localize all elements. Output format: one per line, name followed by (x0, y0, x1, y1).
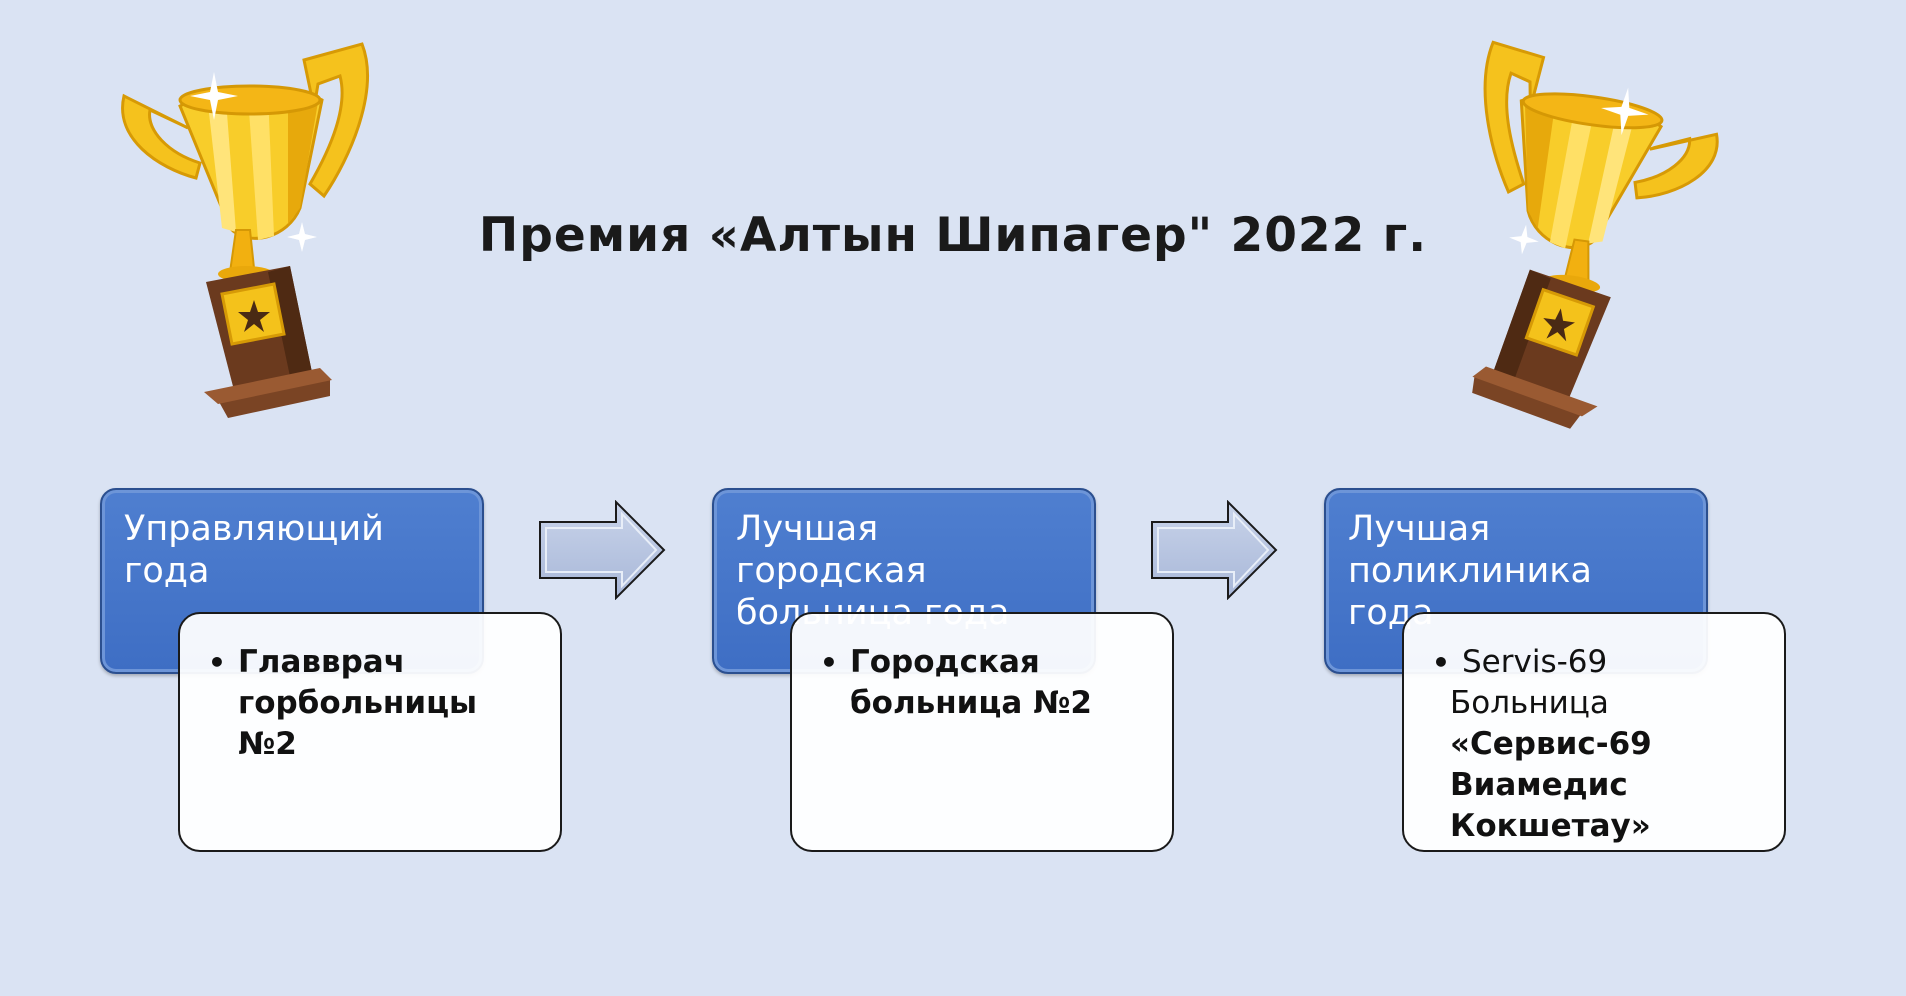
list-item: • Servis-69 (1432, 642, 1764, 683)
stage-3-heading: Лучшая поликлиника года (1348, 509, 1592, 633)
stage-1-heading: Управляющий года (124, 509, 384, 591)
stage-2-item: Городская больница №2 (850, 644, 1092, 721)
stage-3-item-1: Servis-69 (1462, 644, 1608, 680)
arrow-right-icon (1151, 500, 1278, 600)
arrow-right-icon (539, 500, 666, 600)
list-item: • Главврач горбольницы №2 (208, 642, 540, 765)
stage-1-details-box: • Главврач горбольницы №2 (178, 612, 562, 852)
stage-2-heading: Лучшая городская больница года (736, 509, 1009, 633)
trophy-icon (121, 42, 369, 418)
bullet-icon: • (820, 646, 838, 679)
list-item: • Городская больница №2 (820, 642, 1152, 724)
trophy-icon (1472, 40, 1719, 429)
bullet-icon: • (208, 646, 226, 679)
stage-1-item: Главврач горбольницы №2 (238, 644, 478, 762)
stage-3-item-2-text: Больница «Сервис-69 Виамедис Кокшетау» (1450, 685, 1652, 844)
stage-2-details-box: • Городская больница №2 (790, 612, 1174, 852)
stage-3-details-box: • Servis-69 Больница «Сервис-69 Виамедис… (1402, 612, 1786, 852)
page-title: Премия «Алтын Шипагер" 2022 г. (478, 208, 1428, 263)
bullet-icon: • (1432, 646, 1450, 679)
stage-3-item-2: Больница «Сервис-69 Виамедис Кокшетау» (1420, 683, 1764, 847)
